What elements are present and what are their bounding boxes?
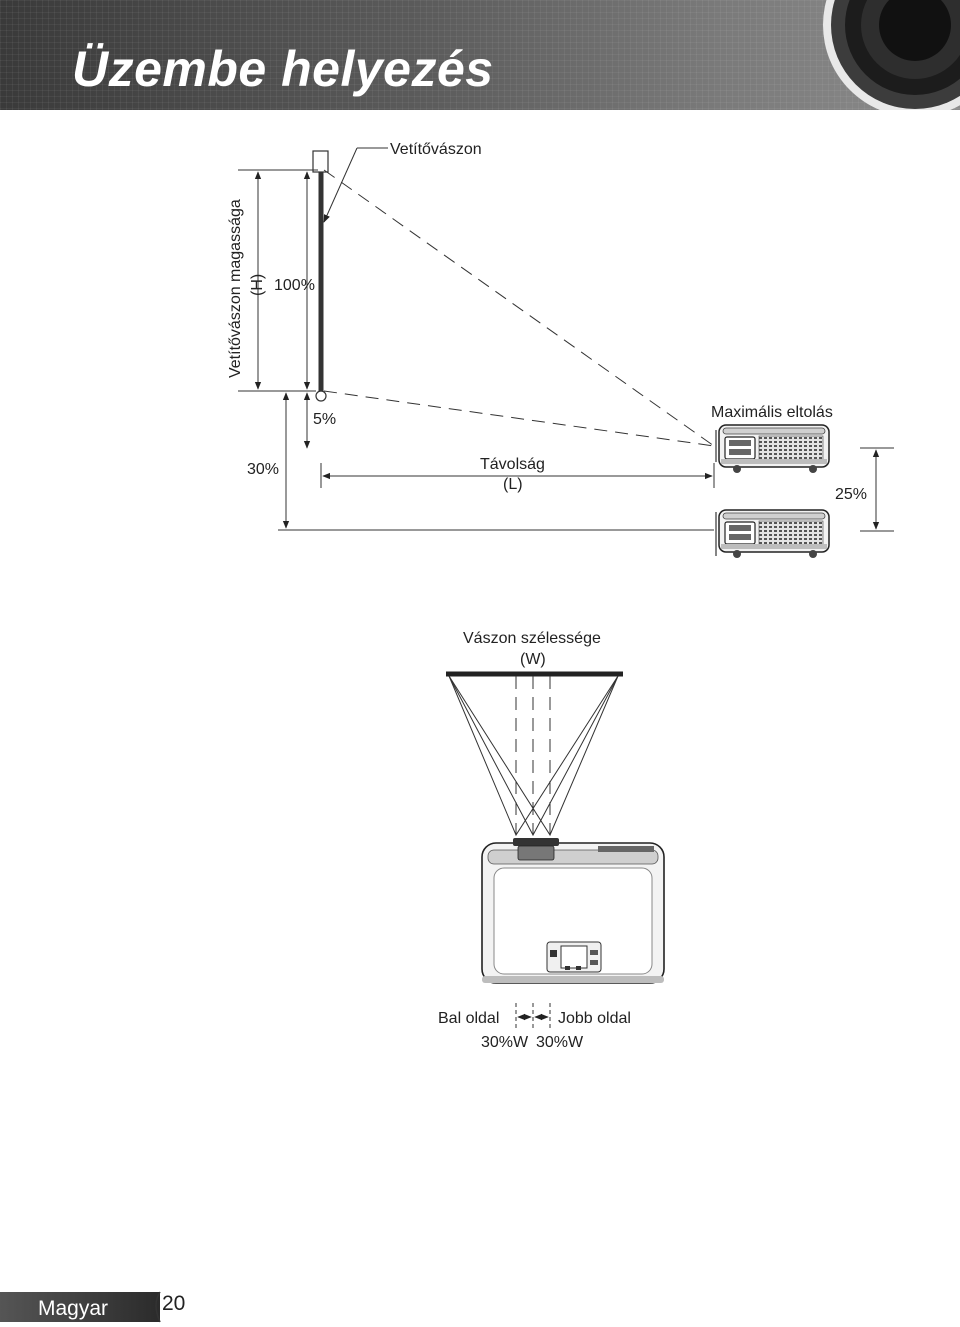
left-shift-pct: 30%W — [481, 1034, 529, 1051]
right-shift-pct: 30%W — [536, 1034, 584, 1051]
pct-5-label: 5% — [313, 411, 336, 428]
projector-lens-graphic — [823, 0, 960, 110]
projection-ray-bottom — [323, 390, 715, 447]
header-pattern — [0, 0, 960, 110]
installation-diagram: Vetítővászon Vetítővászon magassága (H) … — [227, 141, 894, 1051]
projector-upper-icon — [718, 424, 830, 474]
top-center-dashes — [515, 676, 551, 835]
height-symbol: (H) — [249, 274, 266, 296]
distance-symbol: (L) — [503, 476, 523, 493]
projector-lower-icon — [718, 509, 830, 559]
distance-label: Távolság — [480, 456, 545, 473]
pct-30-label: 30% — [247, 461, 279, 478]
screen-pointer-arrow — [323, 147, 358, 223]
right-side-label: Jobb oldal — [558, 1010, 631, 1027]
projector-top-icon — [481, 838, 665, 984]
width-symbol: (W) — [520, 651, 546, 668]
width-label: Vászon szélessége — [463, 630, 601, 647]
footer-language: Magyar — [38, 1297, 109, 1320]
pct-100-label: 100% — [274, 277, 315, 294]
page-number: 20 — [162, 1292, 186, 1315]
page-title: Üzembe helyezés — [72, 41, 494, 97]
screen-top-bracket — [312, 150, 329, 173]
page-header: Üzembe helyezés — [0, 0, 960, 110]
shift-dim-ticks — [515, 1003, 551, 1030]
projection-ray-top — [323, 169, 715, 447]
left-side-label: Bal oldal — [438, 1010, 499, 1027]
screen-pivot — [315, 390, 327, 402]
screen-label: Vetítővászon — [390, 141, 482, 158]
footer-language-tab — [0, 1292, 160, 1322]
pct-25-label: 25% — [835, 486, 867, 503]
footer-tab-curve — [155, 1291, 161, 1323]
height-label: Vetítővászon magassága — [227, 199, 244, 378]
max-shift-label: Maximális eltolás — [711, 404, 833, 421]
